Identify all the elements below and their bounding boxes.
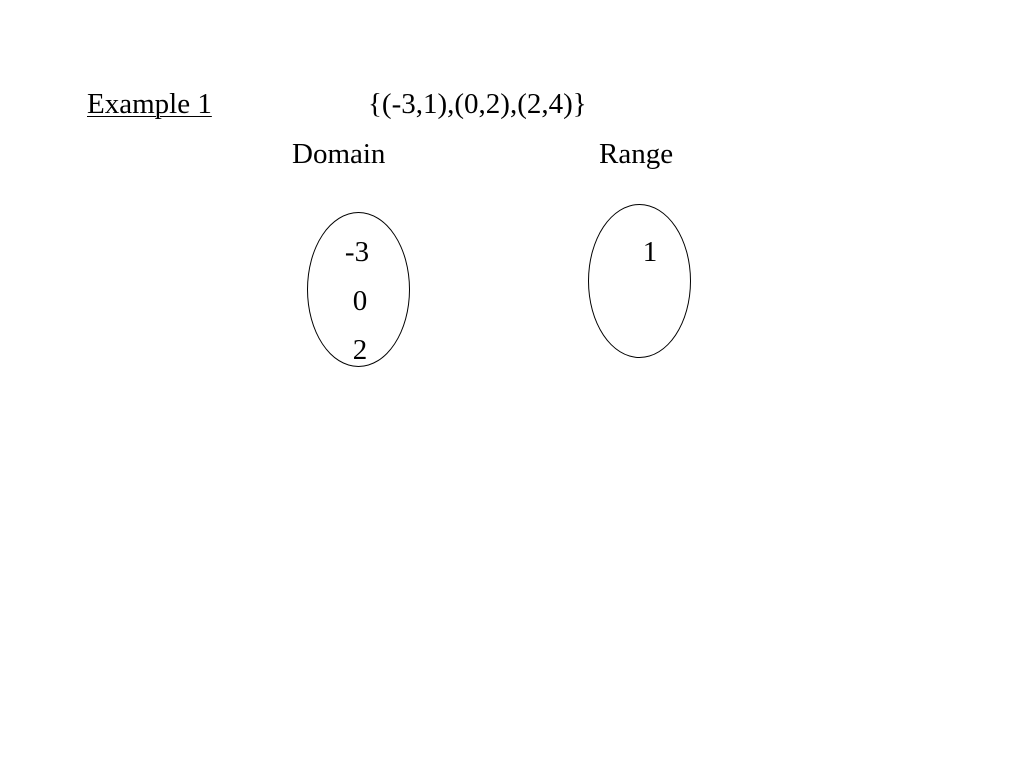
domain-value: 0 [352, 285, 368, 317]
domain-oval [307, 212, 410, 367]
range-label: Range [599, 138, 674, 170]
example-title: Example 1 [87, 88, 212, 120]
domain-value: -3 [344, 236, 370, 268]
domain-label: Domain [292, 138, 386, 170]
set-of-ordered-pairs: {(-3,1),(0,2),(2,4)} [368, 88, 587, 120]
domain-value: 2 [352, 334, 368, 366]
range-value: 1 [642, 236, 658, 268]
range-oval [588, 204, 691, 358]
